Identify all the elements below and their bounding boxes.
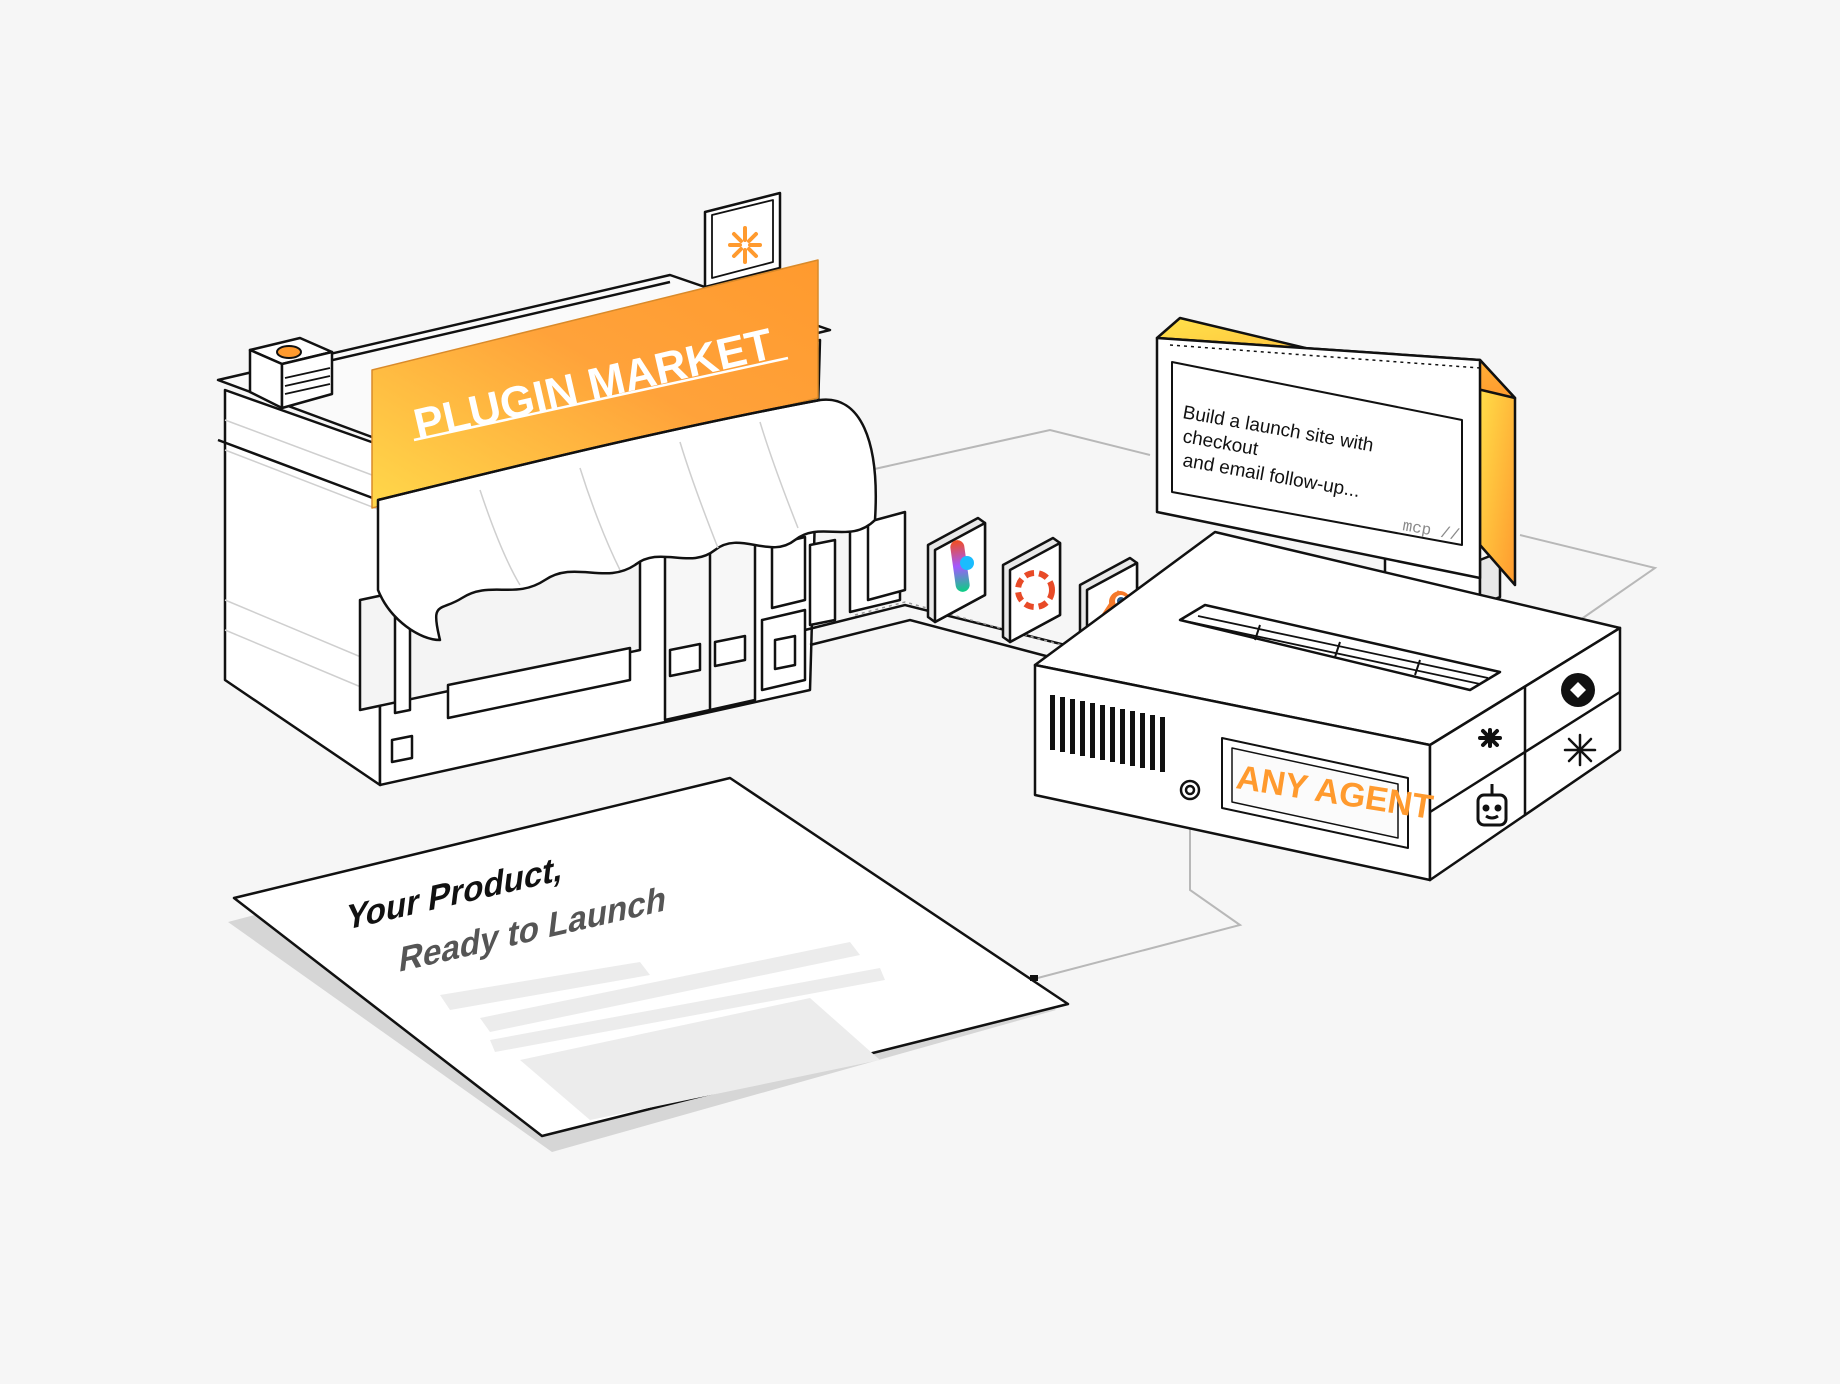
figma-logo-icon (950, 540, 974, 592)
plugin-tile-red-circle[interactable] (1001, 536, 1062, 644)
red-circle-logo-icon (1015, 570, 1055, 610)
launch-document (228, 776, 1070, 1152)
asterisk-logo-icon (1478, 728, 1502, 748)
speaker-grille (1050, 695, 1165, 772)
orange-asterisk-logo-icon (728, 226, 762, 264)
plugin-market-storefront (216, 191, 907, 787)
openai-logo-icon (1561, 673, 1595, 707)
prompt-monitor (1155, 316, 1517, 607)
robot-face-icon (1476, 784, 1508, 827)
sparkle-logo-icon (1563, 733, 1597, 767)
connector-lines (869, 428, 1658, 981)
